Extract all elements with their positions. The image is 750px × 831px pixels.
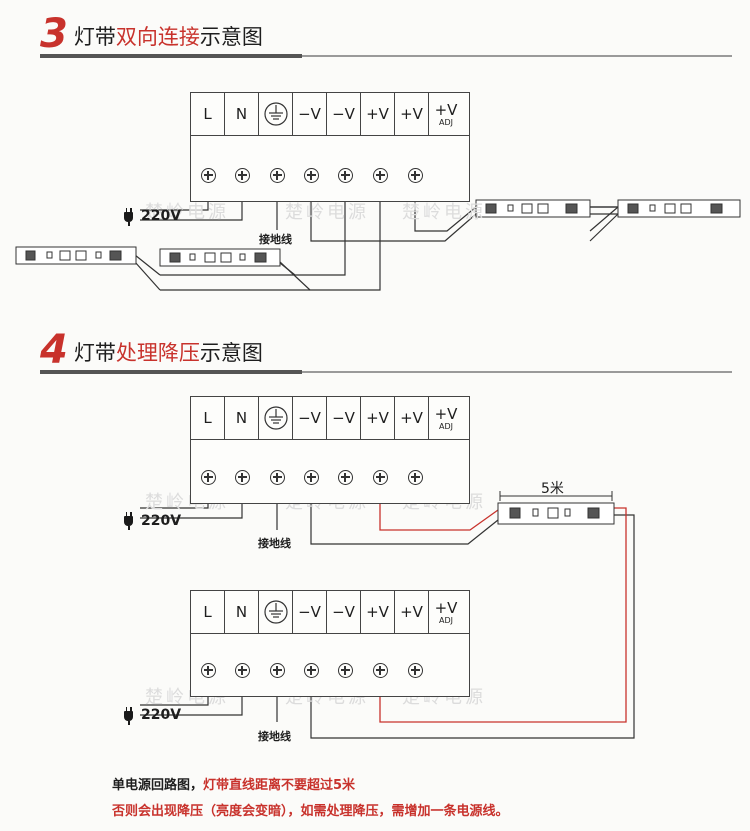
ground-label-4b: 接地线 — [258, 730, 291, 743]
label-pos-1: +V — [361, 397, 395, 439]
power-plug-icon — [124, 512, 133, 530]
section-3-rule-light — [302, 55, 732, 57]
wire-neg-4b — [310, 514, 635, 739]
wire-ext-tail-a-3 — [589, 213, 619, 242]
terminal-screw-icon — [408, 470, 423, 485]
terminal-screw-icon — [270, 168, 285, 183]
terminal-screw-icon — [235, 470, 250, 485]
distance-marker — [499, 491, 613, 501]
label-ground — [259, 397, 293, 439]
terminal-screw-icon — [304, 168, 319, 183]
label-pos-2: +V — [395, 397, 429, 439]
wire-pos-left-3 — [279, 183, 381, 291]
terminal-screw-icon — [201, 663, 216, 678]
section-4-number: 4 — [40, 327, 68, 373]
wire-neg-left-b-3 — [134, 254, 161, 276]
terminal-screw-icon — [373, 470, 388, 485]
led-strip-left-a — [15, 246, 137, 265]
led-strip-right-a — [475, 199, 591, 218]
wire-pos-left-b-3 — [134, 261, 161, 291]
footer-note-line-2: 否则会出现降压（亮度会变暗），如需处理降压，需增加一条电源线。 — [112, 804, 509, 819]
distance-label: 5米 — [541, 481, 564, 497]
label-ground — [259, 93, 293, 135]
terminal-screw-icon — [373, 663, 388, 678]
section-4-header: 4 灯带处理降压示意图 — [40, 326, 263, 370]
label-neg-2: −V — [327, 93, 361, 135]
terminal-screw-icon — [201, 168, 216, 183]
terminal-screw-icon — [304, 663, 319, 678]
voltage-label-4b: 220V — [141, 707, 182, 723]
section-3-number: 3 — [40, 11, 68, 57]
power-plug-icon — [124, 707, 133, 725]
positive-red-wires — [379, 485, 627, 723]
ground-symbol-icon — [263, 102, 288, 126]
section-4-title: 灯带处理降压示意图 — [73, 341, 263, 365]
terminal-screw-icon — [235, 663, 250, 678]
label-pos-1: +V — [361, 591, 395, 633]
label-neg-2: −V — [327, 591, 361, 633]
voltage-label-4a: 220V — [141, 513, 182, 529]
label-l: L — [191, 93, 225, 135]
terminal-screw-icon — [338, 168, 353, 183]
section-3-rule-dark — [40, 54, 302, 58]
led-strip-left-b — [159, 248, 281, 267]
label-neg-1: −V — [293, 93, 327, 135]
wire-pos-4b — [379, 507, 627, 723]
footer-note-line-1: 单电源回路图，灯带直线距离不要超过5米 — [112, 778, 356, 793]
terminal-screw-icon — [408, 663, 423, 678]
ground-symbol-icon — [263, 406, 288, 430]
watermark-3c: 楚岭电源 — [402, 202, 486, 223]
terminal-screw-icon — [304, 470, 319, 485]
terminal-screw-icon — [270, 663, 285, 678]
section-4-rule-dark — [40, 370, 302, 374]
section-3-title: 灯带双向连接示意图 — [73, 25, 263, 49]
led-strip-right-b — [617, 199, 741, 218]
label-l: L — [191, 397, 225, 439]
label-n: N — [225, 397, 259, 439]
terminal-screw-icon — [338, 663, 353, 678]
label-pos-1: +V — [361, 93, 395, 135]
power-plug-icon — [124, 208, 133, 226]
wire-neg-4a — [310, 485, 499, 545]
label-neg-2: −V — [327, 397, 361, 439]
label-neg-1: −V — [293, 397, 327, 439]
wire-pos-4a — [379, 485, 499, 531]
label-l: L — [191, 591, 225, 633]
section-4-rule-light — [302, 371, 732, 373]
watermark-3b: 楚岭电源 — [285, 202, 369, 223]
terminal-screw-icon — [338, 470, 353, 485]
label-pos-2: +V — [395, 93, 429, 135]
section-3-header: 3 灯带双向连接示意图 — [40, 10, 263, 54]
terminal-screw-icon — [235, 168, 250, 183]
led-strip-section-4 — [497, 502, 615, 525]
wire-ext-tail-b-3 — [589, 206, 619, 232]
terminal-screw-icon — [270, 470, 285, 485]
label-ground — [259, 591, 293, 633]
watermark-3a: 楚岭电源 — [145, 202, 229, 223]
ground-label-4a: 接地线 — [258, 537, 291, 550]
label-n: N — [225, 591, 259, 633]
ground-symbol-icon — [263, 600, 288, 624]
label-pos-2: +V — [395, 591, 429, 633]
label-n: N — [225, 93, 259, 135]
label-neg-1: −V — [293, 591, 327, 633]
terminal-screw-icon — [373, 168, 388, 183]
terminal-screw-icon — [408, 168, 423, 183]
terminal-screw-icon — [201, 470, 216, 485]
voltage-label-3: 220V — [141, 208, 182, 224]
ground-label-3: 接地线 — [259, 233, 292, 246]
